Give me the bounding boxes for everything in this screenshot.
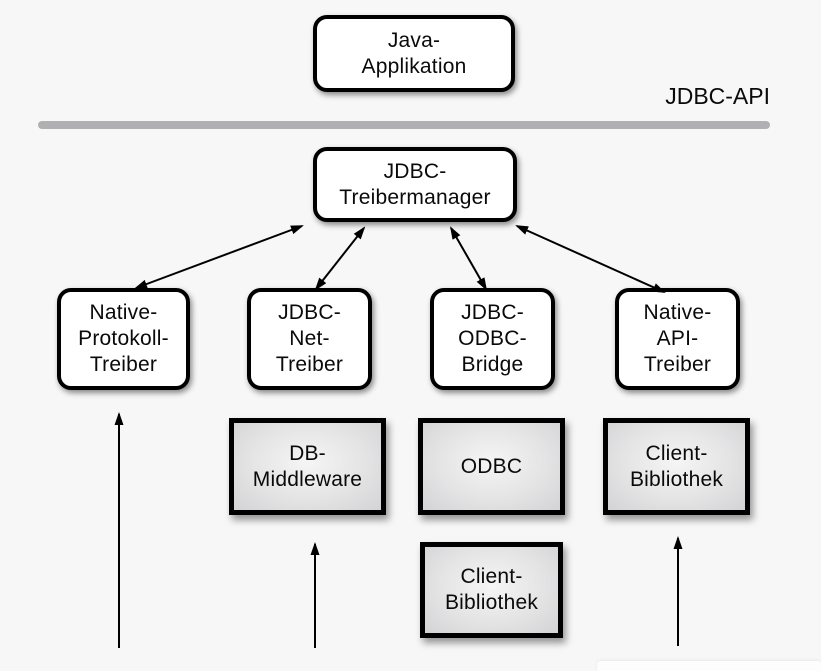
node-jdbc-treibermanager-label: JDBC- Treibermanager (339, 159, 491, 209)
jdbc-api-divider-line (38, 121, 770, 129)
node-client-bibliothek-right: Client- Bibliothek (603, 418, 750, 515)
node-native-protokoll-treiber: Native- Protokoll- Treiber (57, 288, 190, 390)
node-jdbc-treibermanager: JDBC- Treibermanager (313, 147, 517, 222)
node-client-bibliothek-center-label: Client- Bibliothek (444, 565, 539, 614)
node-jdbc-odbc-bridge-label: JDBC- ODBC- Bridge (458, 301, 527, 376)
node-native-protokoll-treiber-label: Native- Protokoll- Treiber (78, 301, 169, 376)
node-client-bibliothek-right-label: Client- Bibliothek (629, 441, 724, 491)
node-native-api-treiber-label: Native- API- Treiber (643, 301, 712, 376)
node-jdbc-net-treiber-label: JDBC- Net- Treiber (275, 301, 344, 376)
jdbc-api-layer-label: JDBC-API (665, 83, 770, 109)
arrow-treibermanager-jdbc-odbc (450, 226, 487, 291)
node-db-middleware: DB- Middleware (229, 418, 386, 515)
node-odbc: ODBC (418, 418, 565, 515)
node-odbc-label: ODBC (460, 454, 523, 478)
node-jdbc-odbc-bridge: JDBC- ODBC- Bridge (430, 288, 555, 390)
node-client-bibliothek-center: Client- Bibliothek (420, 542, 563, 638)
node-jdbc-net-treiber: JDBC- Net- Treiber (247, 288, 372, 390)
node-java-applikation: Java- Applikation (313, 15, 515, 92)
node-native-api-treiber: Native- API- Treiber (615, 288, 740, 390)
node-java-applikation-label: Java- Applikation (361, 28, 467, 78)
node-bottom-edge-partial-box (597, 661, 821, 671)
arrow-treibermanager-native-protokoll (134, 225, 304, 289)
arrow-treibermanager-jdbc-net (314, 226, 366, 291)
arrow-treibermanager-native-api (515, 225, 666, 293)
node-db-middleware-label: DB- Middleware (252, 441, 363, 491)
